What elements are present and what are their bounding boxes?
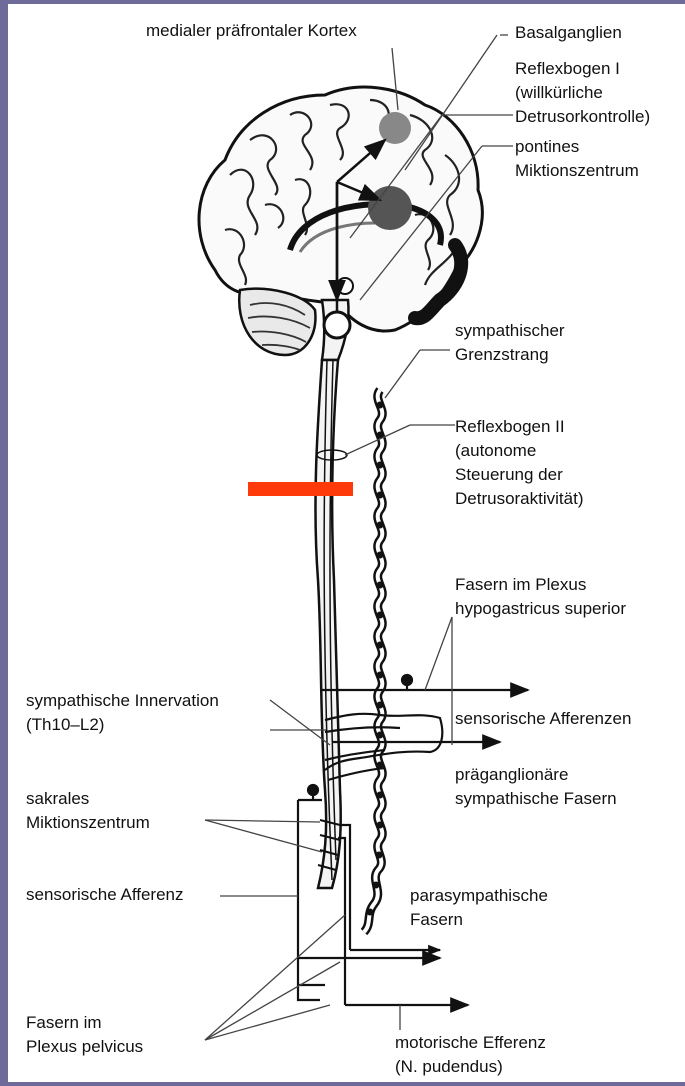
- ganglion-dot-upper: [402, 675, 412, 685]
- label-reflex2-line1: Reflexbogen II: [455, 416, 565, 438]
- label-motor-line2: (N. pudendus): [395, 1056, 503, 1078]
- label-reflex1-line1: Reflexbogen I: [515, 58, 620, 80]
- label-motor-line1: motorische Efferenz: [395, 1032, 546, 1054]
- label-symp-innervation-line2: (Th10–L2): [26, 714, 104, 736]
- label-symp-innervation-line1: sympathische Innervation: [26, 690, 219, 712]
- label-pfc: medialer präfrontaler Kortex: [146, 20, 357, 42]
- label-reflex1-line2: (willkürliche: [515, 82, 603, 104]
- label-reflex1-line3: Detrusorkontrolle): [515, 106, 650, 128]
- label-basalganglien: Basalganglien: [515, 22, 622, 44]
- label-symp-trunk-line2: Grenzstrang: [455, 344, 549, 366]
- label-parasymp-line2: Fasern: [410, 909, 463, 931]
- brain-illustration: [199, 87, 482, 360]
- label-reflex2-line3: Steuerung der: [455, 464, 563, 486]
- sympathetic-trunk: [364, 390, 384, 932]
- red-marker-bar: [248, 482, 353, 496]
- label-pelvic-line2: Plexus pelvicus: [26, 1036, 143, 1058]
- label-pelvic-line1: Fasern im: [26, 1012, 102, 1034]
- label-sacral-line1: sakrales: [26, 788, 89, 810]
- label-preganglionic-line1: präganglionäre: [455, 764, 568, 786]
- label-hypogastric-line2: hypogastricus superior: [455, 598, 626, 620]
- spinal-cord: [315, 360, 347, 888]
- label-sacral-line2: Miktionszentrum: [26, 812, 150, 834]
- label-sensory-afferents: sensorische Afferenzen: [455, 708, 631, 730]
- label-symp-trunk-line1: sympathischer: [455, 320, 565, 342]
- label-preganglionic-line2: sympathische Fasern: [455, 788, 617, 810]
- label-pontines-line2: Miktionszentrum: [515, 160, 639, 182]
- label-reflex2-line2: (autonome: [455, 440, 536, 462]
- label-parasymp-line1: parasympathische: [410, 885, 548, 907]
- label-reflex2-line4: Detrusoraktivität): [455, 488, 583, 510]
- label-hypogastric-line1: Fasern im Plexus: [455, 574, 586, 596]
- label-pontines-line1: pontines: [515, 136, 579, 158]
- label-sensory-afferent: sensorische Afferenz: [26, 884, 184, 906]
